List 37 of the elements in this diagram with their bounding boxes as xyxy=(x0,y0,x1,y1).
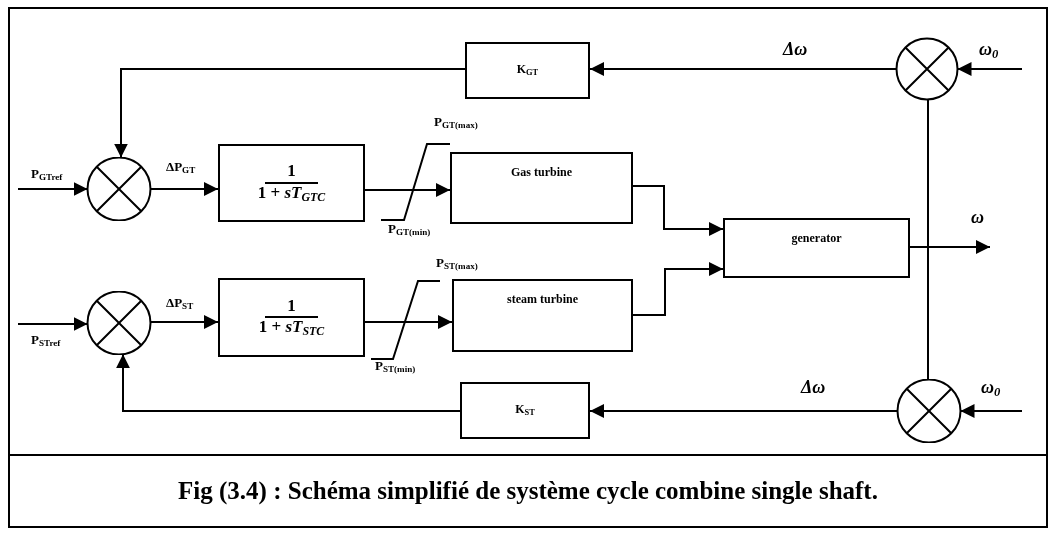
arrow xyxy=(632,185,724,236)
summing-junction xyxy=(86,291,152,355)
edge-label: ΔP$_{ST}$ xyxy=(165,296,195,312)
block-label: Gas turbine xyxy=(511,166,572,180)
summing-junction xyxy=(896,379,962,443)
fraction-numerator: 1 xyxy=(265,296,318,319)
arrow xyxy=(632,262,724,316)
edge-label: P$_{GTref}$ xyxy=(30,167,64,183)
gain-block xyxy=(460,382,590,439)
transfer-function-block xyxy=(218,278,365,357)
block-label: K$_{ST}$ xyxy=(515,403,535,418)
fraction-numerator: 1 xyxy=(265,162,318,184)
arrow xyxy=(116,353,461,412)
block-label: K$_{GT}$ xyxy=(516,63,539,78)
block-label: generator xyxy=(791,232,842,246)
connector-line xyxy=(927,98,929,381)
arrow xyxy=(114,68,466,159)
summing-junction xyxy=(86,157,152,221)
figure-caption: Fig (3.4) : Schéma simplifié de système cycle combine single shaft. xyxy=(177,476,879,507)
edge-label: ΔP$_{GT}$ xyxy=(165,160,197,176)
process-block xyxy=(452,279,633,352)
limit-label: P$_{ST(max)}$ xyxy=(435,256,479,272)
limit-label: P$_{ST(min)}$ xyxy=(374,359,417,375)
limit-label: P$_{GT(min)}$ xyxy=(387,222,432,238)
edge-label: P$_{STref}$ xyxy=(30,333,62,349)
process-block xyxy=(723,218,910,278)
arrow xyxy=(364,183,451,197)
fraction-denominator: 1 + sT$_{GTC}$ xyxy=(257,183,326,204)
process-block xyxy=(450,152,633,224)
arrow xyxy=(909,240,991,254)
block-label: steam turbine xyxy=(507,293,578,307)
gain-block xyxy=(465,42,590,99)
fraction-denominator: 1 + sT$_{STC}$ xyxy=(258,318,325,339)
arrow xyxy=(364,315,453,329)
limit-label: P$_{GT(max)}$ xyxy=(433,115,479,131)
summing-junction xyxy=(895,37,959,101)
transfer-function-block xyxy=(218,144,365,222)
